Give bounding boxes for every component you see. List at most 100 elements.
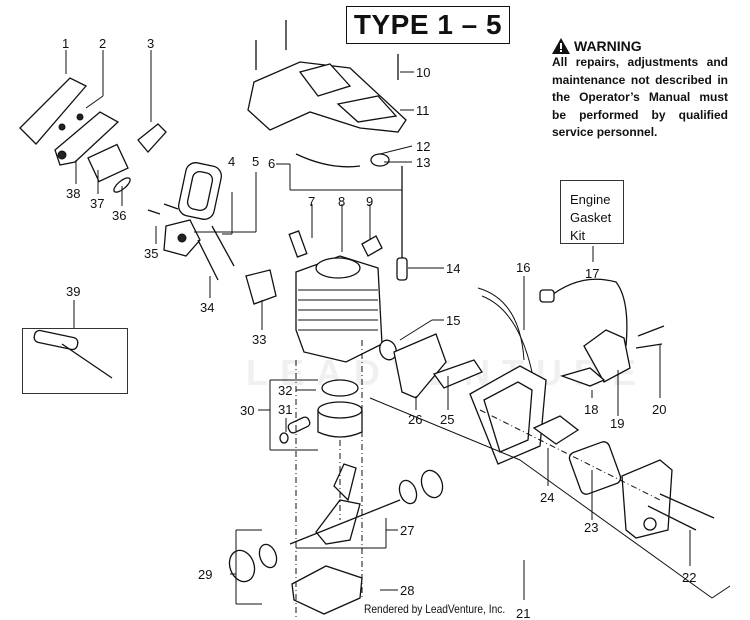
part-spark-boot[interactable] — [539, 289, 555, 303]
callout-24[interactable]: 24 — [540, 490, 554, 505]
callout-22[interactable]: 22 — [682, 570, 696, 585]
part-muffler-bolt — [659, 493, 715, 519]
callout-39[interactable]: 39 — [66, 284, 80, 299]
kit-line-1: Engine — [570, 192, 611, 207]
callout-3[interactable]: 3 — [147, 36, 154, 51]
part-crankshaft[interactable] — [315, 499, 361, 545]
part-nut — [76, 113, 84, 121]
spark-plug-wrench-box[interactable] — [22, 328, 128, 394]
callout-38[interactable]: 38 — [66, 186, 80, 201]
part-decompression-valve[interactable] — [370, 153, 390, 167]
part-muffler-opening — [483, 381, 533, 453]
part-carburetor[interactable] — [87, 143, 129, 183]
part-spark-plug-wrench[interactable] — [33, 329, 113, 379]
callout-34[interactable]: 34 — [200, 300, 214, 315]
callout-10[interactable]: 10 — [416, 65, 430, 80]
part-crankcase[interactable] — [291, 565, 363, 615]
callout-21[interactable]: 21 — [516, 606, 530, 620]
callout-9[interactable]: 9 — [366, 194, 373, 209]
callout-12[interactable]: 12 — [416, 139, 430, 154]
part-intake-elbow[interactable] — [137, 123, 167, 153]
part-muffler-bolt — [647, 505, 697, 531]
kit-line-2: Gasket — [570, 210, 612, 225]
part-piston-pin[interactable] — [287, 416, 311, 434]
kit-line-3: Kit — [570, 228, 586, 243]
part-ignition-lead — [547, 278, 628, 347]
part-cylinder[interactable] — [295, 255, 383, 363]
callout-18[interactable]: 18 — [584, 402, 598, 417]
callout-27[interactable]: 27 — [400, 523, 414, 538]
part-plug-boot[interactable] — [361, 235, 383, 257]
callout-25[interactable]: 25 — [440, 412, 454, 427]
part-module-screw — [637, 325, 665, 337]
callout-20[interactable]: 20 — [652, 402, 666, 417]
callout-23[interactable]: 23 — [584, 520, 598, 535]
part-top-cover-panel — [336, 95, 398, 123]
part-fuel-line[interactable] — [295, 153, 361, 168]
part-nut — [58, 123, 66, 131]
callout-15[interactable]: 15 — [446, 313, 460, 328]
part-ground-lead[interactable] — [559, 367, 606, 387]
callout-31[interactable]: 31 — [278, 402, 292, 417]
part-spark-plug[interactable] — [288, 230, 308, 258]
warning-notice: WARNING All repairs, adjustments and mai… — [552, 38, 728, 142]
callout-26[interactable]: 26 — [408, 412, 422, 427]
callout-29[interactable]: 29 — [198, 567, 212, 582]
part-carb-gasket[interactable] — [112, 176, 132, 195]
part-bearing[interactable] — [396, 478, 419, 506]
part-carburetor-bracket[interactable] — [54, 111, 120, 166]
part-top-cover-ridge — [298, 63, 352, 97]
callout-33[interactable]: 33 — [252, 332, 266, 347]
callout-1[interactable]: 1 — [62, 36, 69, 51]
part-intake-gasket[interactable] — [245, 269, 277, 305]
part-retainer — [279, 432, 289, 444]
part-spark-deflector[interactable] — [532, 415, 580, 445]
callout-13[interactable]: 13 — [416, 155, 430, 170]
part-wire-harness — [481, 295, 533, 373]
part-muffler-cover[interactable] — [621, 459, 673, 539]
callout-14[interactable]: 14 — [446, 261, 460, 276]
callout-37[interactable]: 37 — [90, 196, 104, 211]
callout-36[interactable]: 36 — [112, 208, 126, 223]
part-ignition-module[interactable] — [583, 329, 631, 383]
part-bearing-left[interactable] — [256, 542, 279, 570]
warning-triangle-icon — [552, 38, 570, 54]
part-adapter-hole — [177, 233, 187, 243]
callout-16[interactable]: 16 — [516, 260, 530, 275]
callout-4[interactable]: 4 — [228, 154, 235, 169]
part-cover-hole — [643, 517, 657, 531]
part-fuel-filter[interactable] — [396, 257, 408, 281]
part-seal[interactable] — [418, 467, 446, 500]
warning-text: All repairs, adjustments and maintenance… — [552, 55, 728, 139]
callout-8[interactable]: 8 — [338, 194, 345, 209]
callout-2[interactable]: 2 — [99, 36, 106, 51]
engine-gasket-kit-box[interactable]: Engine Gasket Kit — [560, 180, 624, 244]
part-piston-ring[interactable] — [321, 379, 359, 397]
part-muffler-gasket[interactable] — [432, 359, 483, 389]
warning-heading: WARNING — [574, 38, 642, 54]
part-spark-screen[interactable] — [568, 440, 623, 496]
part-piston-top — [317, 401, 363, 419]
callout-17[interactable]: 17 — [585, 266, 599, 281]
part-heat-shield[interactable] — [393, 333, 447, 399]
callout-35[interactable]: 35 — [144, 246, 158, 261]
part-spacer[interactable] — [377, 338, 399, 362]
part-crankshaft-axle — [289, 499, 401, 545]
part-screw — [147, 209, 161, 215]
callout-11[interactable]: 11 — [416, 103, 430, 118]
callout-30[interactable]: 30 — [240, 403, 254, 418]
part-wire-harness[interactable] — [477, 287, 525, 361]
callout-28[interactable]: 28 — [400, 583, 414, 598]
callout-7[interactable]: 7 — [308, 194, 315, 209]
callout-32[interactable]: 32 — [278, 383, 292, 398]
callout-5[interactable]: 5 — [252, 154, 259, 169]
part-air-filter-cover[interactable] — [19, 77, 88, 145]
part-seal-left[interactable] — [225, 547, 258, 585]
cylinder-fins — [298, 289, 378, 331]
part-nut — [57, 150, 67, 160]
callout-6[interactable]: 6 — [268, 156, 275, 171]
render-credit: Rendered by LeadVenture, Inc. — [364, 602, 506, 616]
callout-19[interactable]: 19 — [610, 416, 624, 431]
alignment-line — [479, 409, 661, 501]
